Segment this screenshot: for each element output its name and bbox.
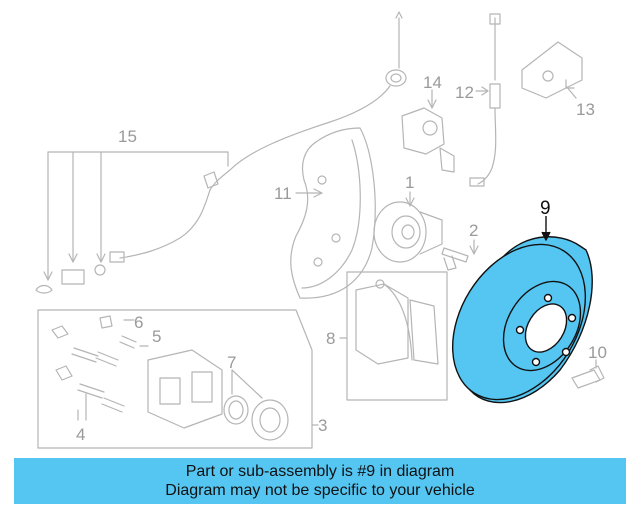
info-banner: Part or sub-assembly is #9 in diagram Di… (14, 458, 626, 504)
callout-11: 11 (274, 184, 292, 203)
caliper-assembly-box (37, 309, 319, 449)
callout-12: 12 (455, 83, 474, 102)
callout-15: 15 (118, 127, 137, 146)
disc-screw (571, 359, 605, 389)
callout-3: 3 (318, 416, 327, 435)
hub-bolt (441, 239, 479, 271)
wear-sensor (469, 13, 501, 187)
callout-10: 10 (588, 343, 607, 362)
banner-line-disclaimer: Diagram may not be specific to your vehi… (165, 482, 475, 499)
brake-disc-highlighted[interactable] (425, 216, 612, 424)
sensor-harness (109, 11, 407, 263)
speed-sensor (401, 89, 455, 173)
wheel-hub (373, 191, 443, 263)
callout-8: 8 (326, 329, 335, 348)
callout-9: 9 (540, 198, 551, 219)
banner-line-part: Part or sub-assembly is #9 in diagram (185, 463, 455, 480)
callout-4: 4 (76, 425, 85, 444)
brake-pads-box (339, 271, 448, 401)
callout-14: 14 (423, 73, 442, 92)
item-15-bracket (35, 151, 229, 294)
bracket (521, 41, 583, 99)
callout-1: 1 (405, 173, 414, 192)
callout-5: 5 (152, 327, 161, 346)
callout-13: 13 (576, 100, 595, 119)
callout-6: 6 (134, 313, 143, 332)
callout-2: 2 (469, 221, 478, 240)
callout-7: 7 (227, 353, 236, 372)
backing-plate (290, 127, 376, 299)
